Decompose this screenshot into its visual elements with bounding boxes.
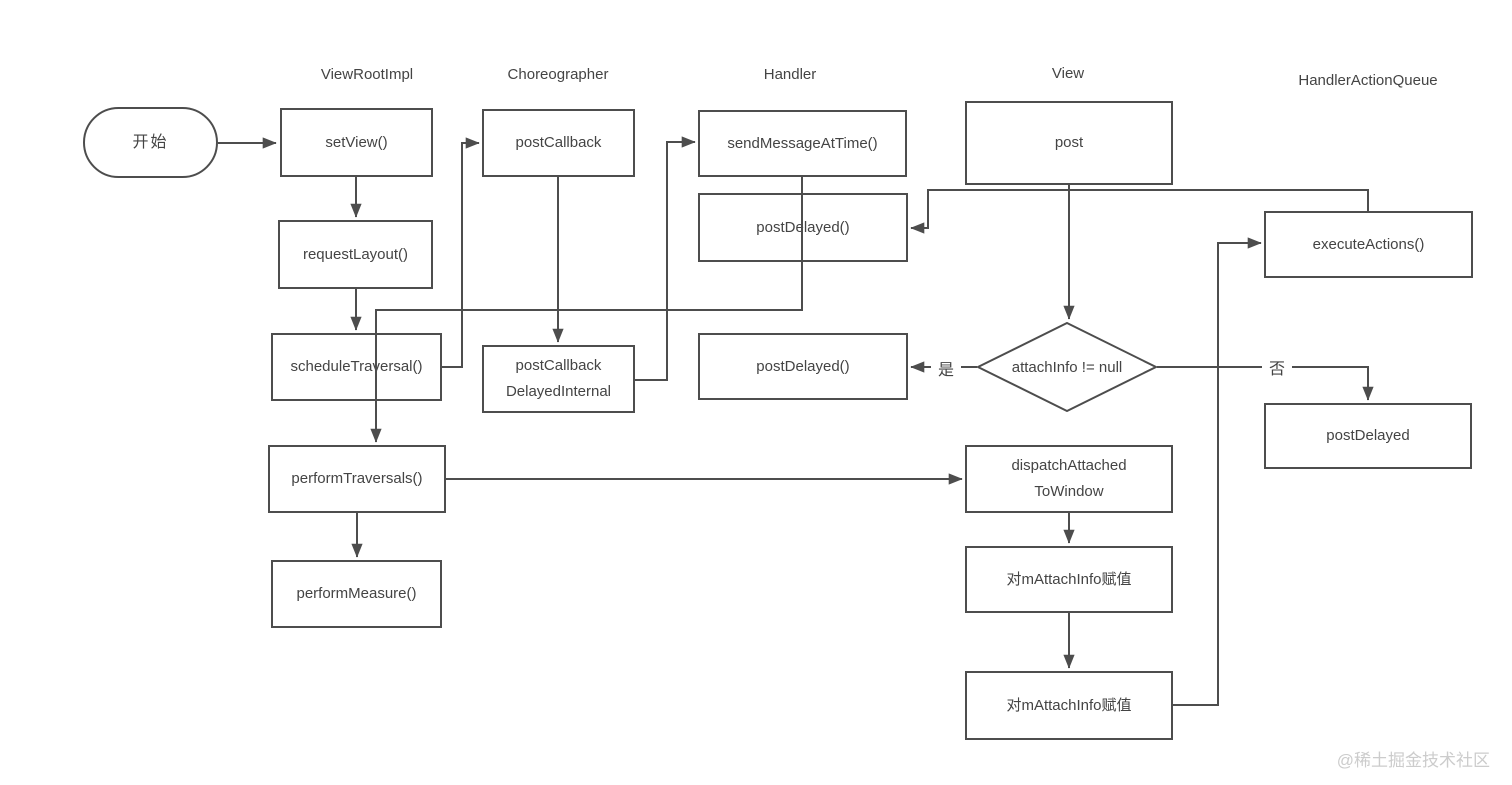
column-header-viewrootimpl: ViewRootImpl <box>320 66 414 83</box>
watermark: @稀土掘金技术社区 <box>1336 751 1490 770</box>
node-postcallback: postCallback <box>482 109 635 177</box>
decision-diamond-shape <box>977 322 1157 412</box>
node-performtraversals: performTraversals() <box>268 445 446 513</box>
edge-scheduletraversal-to-postcallback <box>442 137 480 368</box>
node-attachinfo-decision-label: attachInfo != null <box>1011 358 1123 376</box>
node-scheduletraversal-label: scheduleTraversal() <box>290 358 423 375</box>
node-postcallbackdelayedinternal-line1: postCallback <box>515 357 602 374</box>
column-header-view: View <box>1051 65 1085 82</box>
edge-mattachinfo2-to-executeactions <box>1173 237 1262 706</box>
node-executeactions-label: executeActions() <box>1312 235 1425 253</box>
node-executeactions: executeActions() <box>1264 211 1473 278</box>
node-dispatchattachedtowindow-line2: ToWindow <box>1034 483 1104 500</box>
node-assign-mattachinfo-2: 对mAttachInfo赋值 <box>965 671 1173 740</box>
node-postdelayed-1-label: postDelayed() <box>756 218 850 236</box>
node-post: post <box>965 101 1173 185</box>
node-requestlayout-label: requestLayout() <box>302 245 409 263</box>
node-postdelayed-queue: postDelayed <box>1264 403 1472 469</box>
node-attachinfo-decision: attachInfo != null <box>977 322 1157 412</box>
column-header-choreographer: Choreographer <box>507 66 609 83</box>
column-header-handler: Handler <box>763 66 817 83</box>
node-postdelayed-1: postDelayed() <box>698 193 908 262</box>
node-postcallbackdelayedinternal: postCallback DelayedInternal <box>482 345 635 413</box>
node-dispatchattachedtowindow-line1: dispatchAttached <box>1011 457 1127 474</box>
node-performmeasure-label: performMeasure() <box>296 585 417 602</box>
column-header-handleractionqueue: HandlerActionQueue <box>1298 72 1438 89</box>
node-dispatchattachedtowindow: dispatchAttached ToWindow <box>965 445 1173 513</box>
node-sendmessageattime: sendMessageAtTime() <box>698 110 907 177</box>
node-sendmessageattime-label: sendMessageAtTime() <box>727 134 878 152</box>
node-postdelayed-2-label: postDelayed() <box>756 357 850 375</box>
node-performtraversals-label: performTraversals() <box>291 470 423 487</box>
node-start-label: 开始 <box>132 133 169 151</box>
node-requestlayout: requestLayout() <box>278 220 433 289</box>
node-postcallback-label: postCallback <box>515 134 602 151</box>
branch-label-yes: 是 <box>930 356 962 380</box>
node-assign-mattachinfo-1-label: 对mAttachInfo赋值 <box>1006 570 1132 588</box>
node-setview-label: setView() <box>325 133 388 151</box>
node-scheduletraversal: scheduleTraversal() <box>271 333 442 401</box>
edge-postcallbackdelayedinternal-to-sendmessageattime <box>635 136 696 381</box>
branch-label-no: 否 <box>1261 355 1293 379</box>
node-performmeasure: performMeasure() <box>271 560 442 628</box>
node-assign-mattachinfo-2-label: 对mAttachInfo赋值 <box>1006 696 1132 714</box>
node-setview: setView() <box>280 108 433 177</box>
node-postcallbackdelayedinternal-line2: DelayedInternal <box>505 383 612 400</box>
node-post-label: post <box>1054 134 1084 151</box>
node-postdelayed-2: postDelayed() <box>698 333 908 400</box>
node-start: 开始 <box>83 107 218 178</box>
node-postdelayed-queue-label: postDelayed <box>1326 427 1410 444</box>
node-assign-mattachinfo-1: 对mAttachInfo赋值 <box>965 546 1173 613</box>
